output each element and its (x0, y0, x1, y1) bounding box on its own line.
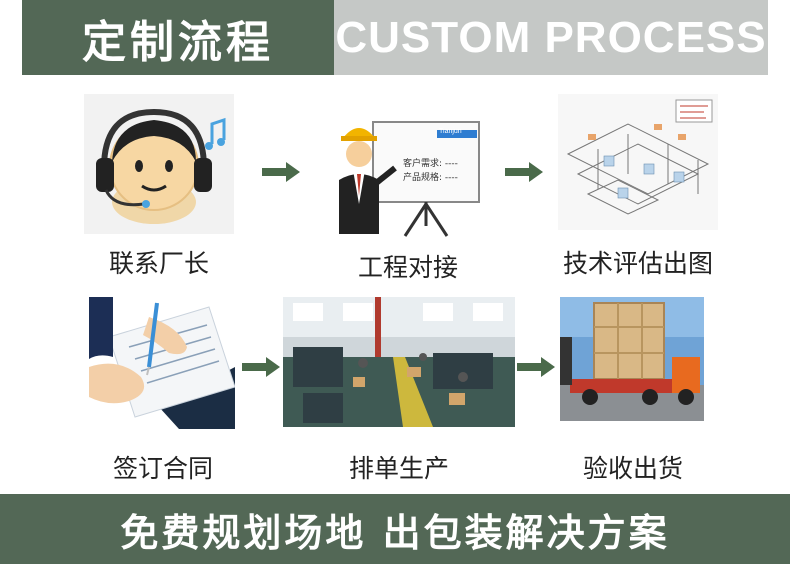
board-line-1: 客户需求: ---- (403, 159, 458, 169)
step-label: 验收出货 (582, 454, 683, 483)
factory-production-icon (283, 297, 515, 427)
arrow-right-icon (517, 357, 555, 377)
step-label: 联系厂长 (108, 249, 209, 278)
board-line-2: 产品规格: ---- (403, 173, 458, 183)
step-contract: 签订合同 (89, 297, 237, 487)
contract-signing-icon (89, 297, 235, 429)
step-contact: 联系厂长 (84, 94, 234, 284)
footer-slogan: 免费规划场地 出包装解决方案 (0, 494, 790, 564)
header-title-en: CUSTOM PROCESS (334, 0, 768, 75)
arrow-right-icon (262, 162, 300, 182)
step-shipping: 验收出货 (560, 297, 706, 487)
step-label: 排单生产 (348, 454, 449, 483)
step-label: 签订合同 (112, 454, 213, 483)
header-title-cn: 定制流程 (22, 0, 334, 75)
customer-service-headset-icon (84, 94, 234, 234)
step-technical-drawing: 技术评估出图 (558, 94, 718, 284)
step-label: 工程对接 (357, 253, 458, 282)
arrow-right-icon (242, 357, 280, 377)
technical-drawing-icon (558, 94, 718, 230)
engineer-presentation-icon: Tianjun 客户需求: ---- 产品规格: ---- (333, 104, 483, 244)
step-label: 技术评估出图 (562, 249, 713, 278)
board-brand: Tianjun (439, 128, 462, 135)
arrow-right-icon (505, 162, 543, 182)
step-engineering: Tianjun 客户需求: ---- 产品规格: ---- 工程对接 (333, 104, 483, 284)
step-production: 排单生产 (283, 297, 515, 487)
shipping-truck-icon (560, 297, 704, 421)
